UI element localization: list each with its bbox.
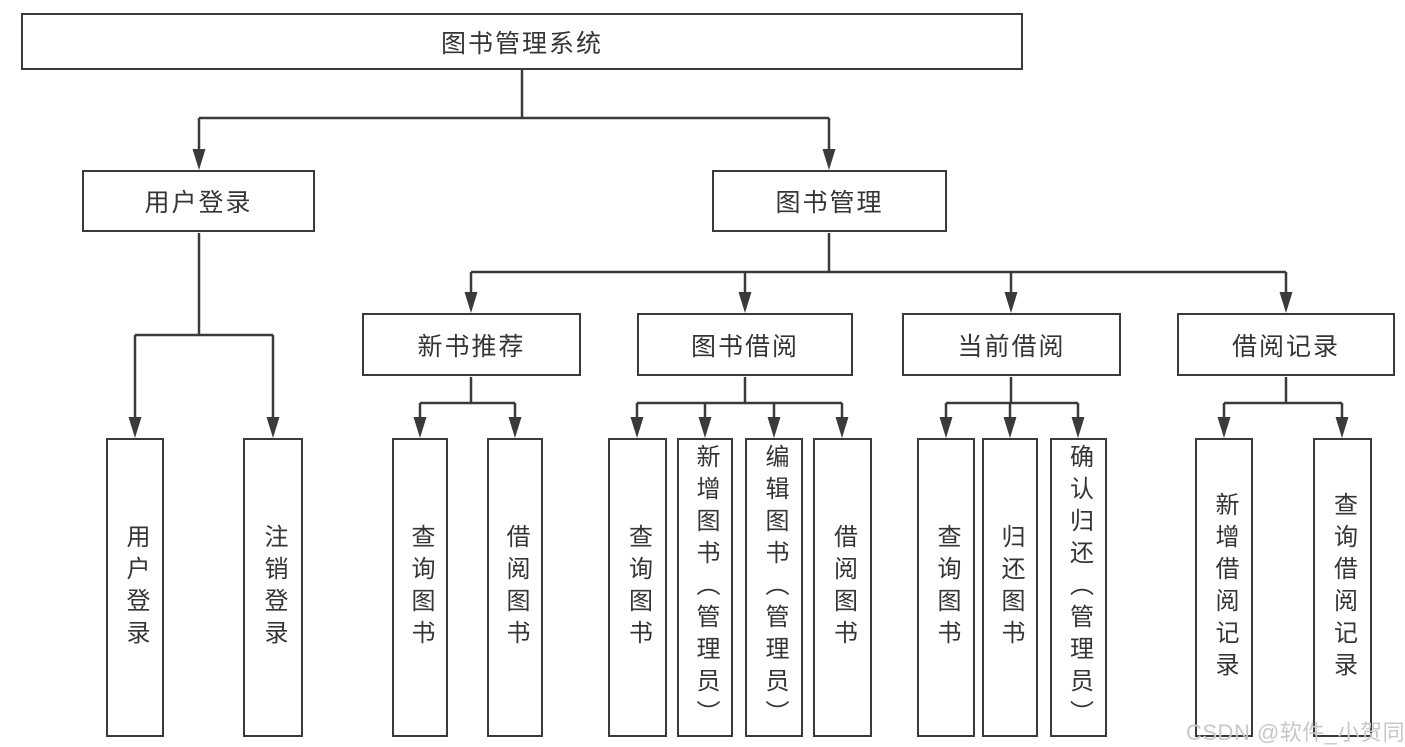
leaf-borrow-books-2: 借阅图书: [813, 438, 872, 737]
leaf-query-books-3: 查询图书: [917, 438, 975, 737]
node-user-login: 用户登录: [82, 170, 315, 232]
node-root-system: 图书管理系统: [21, 13, 1023, 70]
node-label: 图书借阅: [690, 332, 799, 361]
node-label: 借阅记录: [1231, 332, 1340, 361]
leaf-logout: 注销登录: [243, 438, 303, 737]
leaf-label: 借阅图书: [502, 523, 529, 652]
leaf-query-books-2: 查询图书: [608, 438, 667, 737]
leaf-label: 新增借阅记录: [1211, 491, 1238, 684]
node-new-book-recommend: 新书推荐: [362, 313, 581, 376]
leaf-label: 归还图书: [997, 523, 1024, 652]
leaf-user-login: 用户登录: [106, 438, 164, 737]
node-book-management: 图书管理: [712, 170, 947, 232]
leaf-confirm-return-admin: 确认归还（管理员）: [1050, 438, 1107, 737]
leaf-add-book-admin: 新增图书（管理员）: [677, 438, 733, 737]
node-label: 用户登录: [144, 189, 253, 217]
leaf-edit-book-admin: 编辑图书（管理员）: [745, 438, 803, 737]
arrowheads: [128, 149, 1349, 438]
leaf-query-borrow-record: 查询借阅记录: [1313, 438, 1372, 737]
leaf-borrow-books-1: 借阅图书: [487, 438, 543, 737]
node-label: 新书推荐: [417, 332, 526, 361]
leaf-label: 借阅图书: [829, 523, 857, 652]
leaf-label: 查询图书: [624, 523, 652, 652]
leaf-label: 查询图书: [407, 523, 434, 652]
node-current-borrow: 当前借阅: [902, 313, 1121, 376]
node-book-borrow: 图书借阅: [637, 313, 853, 376]
csdn-watermark: CSDN @软件_小贺同学: [1186, 720, 1405, 745]
node-label: 图书管理: [775, 189, 884, 217]
leaf-query-books-1: 查询图书: [392, 438, 448, 737]
leaf-label: 确认归还（管理员）: [1065, 443, 1093, 732]
leaf-label: 新增图书（管理员）: [692, 443, 719, 732]
leaf-label: 用户登录: [122, 523, 149, 652]
leaf-return-book: 归还图书: [982, 438, 1038, 737]
leaf-label: 注销登录: [260, 523, 287, 652]
leaf-add-borrow-record: 新增借阅记录: [1195, 438, 1253, 737]
node-label: 图书管理系统: [440, 29, 603, 58]
leaf-label: 查询借阅记录: [1329, 491, 1357, 684]
node-label: 当前借阅: [957, 332, 1066, 361]
leaf-label: 查询图书: [933, 523, 960, 652]
leaf-label: 编辑图书（管理员）: [761, 443, 788, 732]
node-borrow-records: 借阅记录: [1177, 313, 1395, 376]
